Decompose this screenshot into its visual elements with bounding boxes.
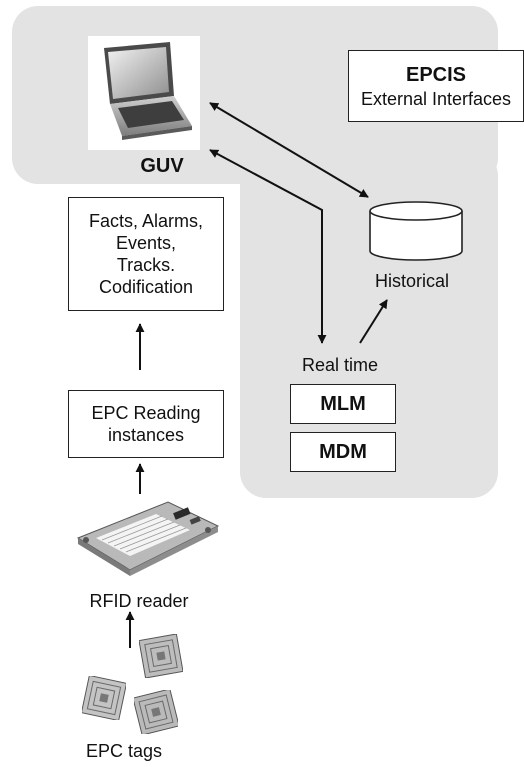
epc-tags-label: EPC tags bbox=[85, 741, 163, 761]
mlm-label: MLM bbox=[320, 392, 366, 415]
arrow-guv-realtime bbox=[209, 149, 327, 344]
arrow-realtime-historical bbox=[359, 299, 388, 344]
facts-alarms-box: Facts, Alarms, Events, Tracks. Codificat… bbox=[68, 197, 224, 311]
database-icon bbox=[368, 200, 464, 262]
epc-reading-box: EPC Reading instances bbox=[68, 390, 224, 458]
epcis-title: EPCIS bbox=[405, 63, 467, 86]
facts-line: Codification bbox=[98, 277, 194, 297]
epc-reading-line: EPC Reading bbox=[91, 403, 201, 423]
realtime-label: Real time bbox=[301, 355, 379, 375]
rfid-tag-icon bbox=[138, 633, 184, 679]
historical-label: Historical bbox=[374, 271, 449, 291]
epcis-subtitle: External Interfaces bbox=[360, 88, 512, 109]
mdm-label: MDM bbox=[319, 440, 367, 463]
mlm-box: MLM bbox=[290, 384, 396, 424]
rfid-reader-label: RFID reader bbox=[89, 591, 189, 611]
epcis-box: EPCIS External Interfaces bbox=[348, 50, 524, 122]
rfid-tag-icon bbox=[80, 674, 128, 722]
facts-line: Events, bbox=[115, 233, 177, 253]
guv-label: GUV bbox=[140, 155, 184, 177]
facts-line: Facts, Alarms, bbox=[88, 211, 204, 231]
mdm-box: MDM bbox=[290, 432, 396, 472]
rfid-tag-icon bbox=[132, 688, 180, 736]
epc-reading-line: instances bbox=[107, 425, 185, 445]
rfid-reader-board-icon bbox=[72, 494, 222, 580]
arrow-guv-historical bbox=[209, 102, 369, 198]
laptop-icon bbox=[88, 36, 200, 150]
facts-line: Tracks. bbox=[116, 255, 176, 275]
